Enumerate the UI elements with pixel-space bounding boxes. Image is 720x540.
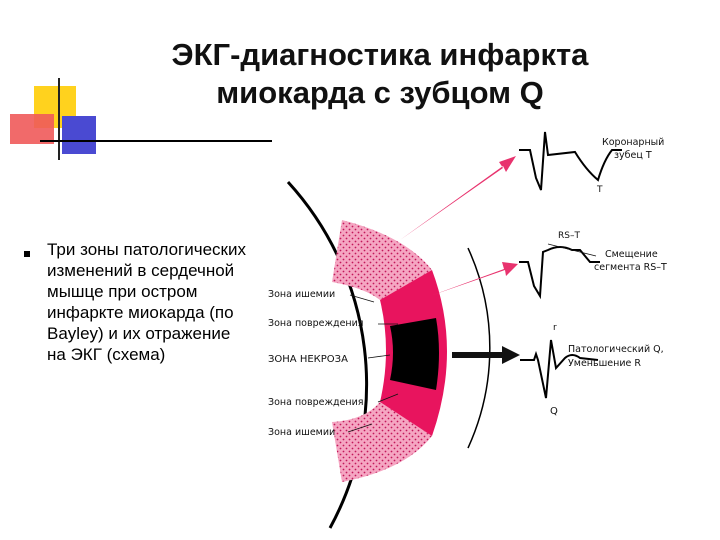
ischemia-zone-top xyxy=(332,220,432,300)
title-rule xyxy=(40,140,272,142)
deco-red-square xyxy=(10,114,54,144)
label-ischemia-top: Зона ишемии xyxy=(268,289,335,300)
ischemia-zone-bottom xyxy=(332,402,432,482)
label-pathologic-q-1: Патологический Q, xyxy=(568,344,664,355)
label-coronary-t-1: Коронарный xyxy=(602,137,664,148)
arrow-to-coronary-t xyxy=(400,156,516,240)
label-coronary-t-2: зубец Т xyxy=(614,150,652,161)
title-line-2: миокарда с зубцом Q xyxy=(216,75,544,110)
ecg-pathologic-q xyxy=(520,339,599,399)
label-injury-bottom: Зона повреждения xyxy=(268,397,364,408)
label-r: r xyxy=(553,323,557,333)
necrosis-zone xyxy=(390,318,439,390)
label-st-shift-2: сегмента RS–T xyxy=(594,262,667,273)
label-rst: RS–T xyxy=(558,231,580,241)
bullet-marker xyxy=(24,251,30,257)
label-ischemia-bottom: Зона ишемии xyxy=(268,427,335,438)
slide-title: ЭКГ-диагностика инфаркта миокарда с зубц… xyxy=(100,36,660,112)
ecg-coronary-t xyxy=(519,131,622,191)
title-line-1: ЭКГ-диагностика инфаркта xyxy=(171,37,589,72)
deco-blue-square xyxy=(62,116,96,154)
inner-wall-arc xyxy=(467,247,491,449)
label-t: Т xyxy=(596,185,603,195)
bullet-text: Три зоны патологических изменений в серд… xyxy=(47,240,246,364)
label-injury-top: Зона повреждения xyxy=(268,318,364,329)
label-st-shift-1: Смещение xyxy=(605,249,658,260)
label-necrosis: ЗОНА НЕКРОЗА xyxy=(268,354,348,365)
deco-vertical-line xyxy=(58,78,60,160)
label-q: Q xyxy=(550,406,558,417)
label-pathologic-q-2: Уменьшение R xyxy=(568,358,641,369)
arrow-to-st-shift xyxy=(430,262,518,296)
arrow-to-pathologic-q xyxy=(452,346,520,364)
